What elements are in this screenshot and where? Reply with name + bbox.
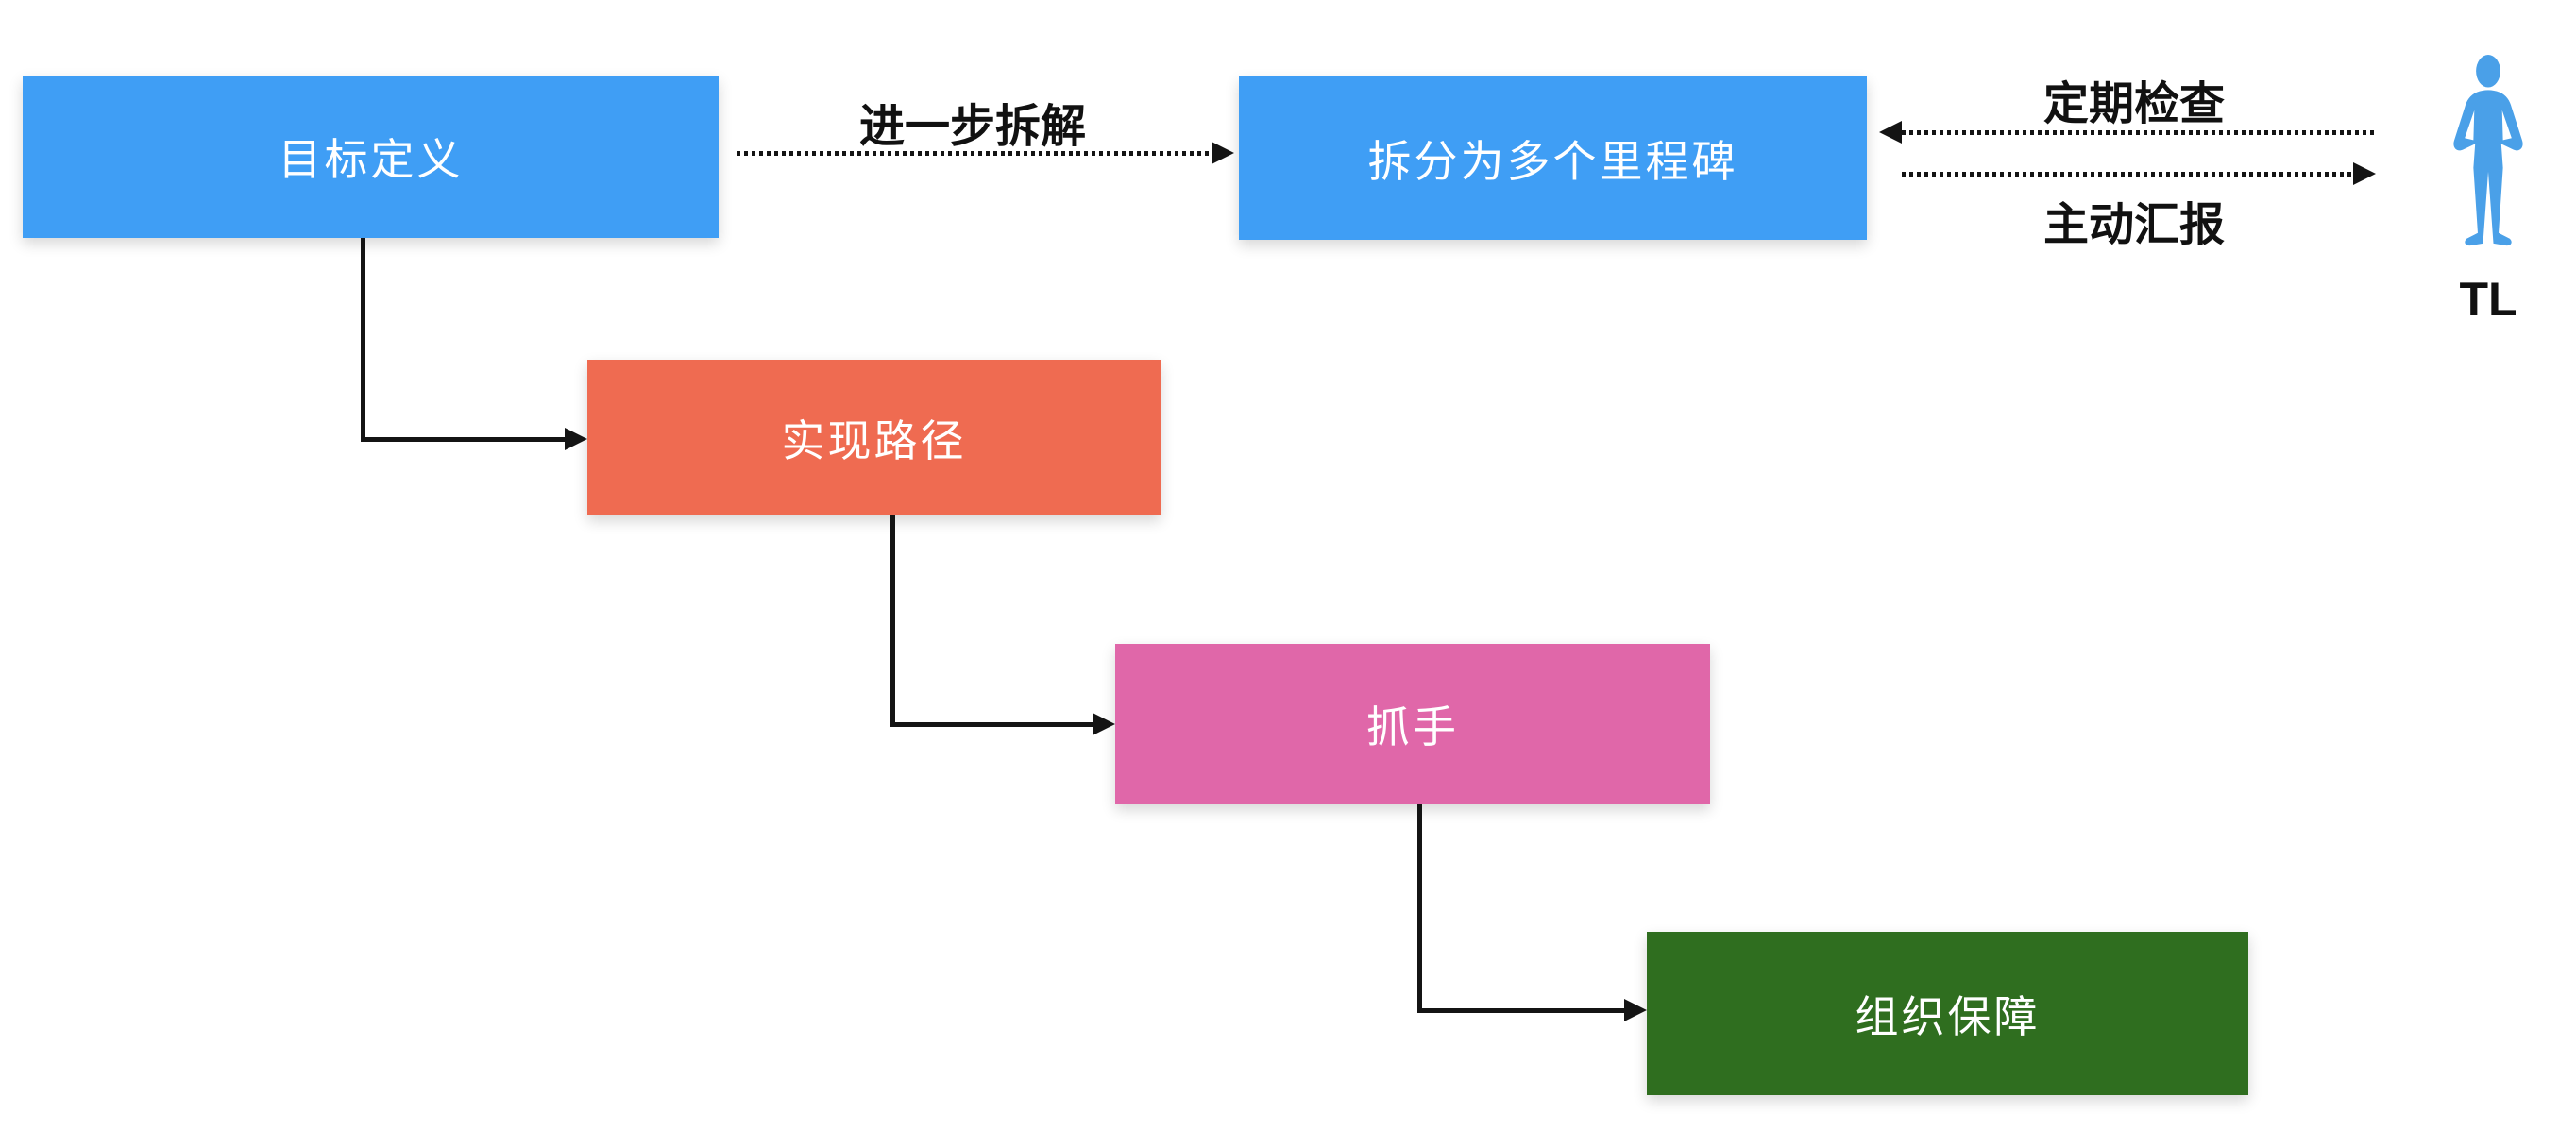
connector-goal-to-path-vertical: [361, 238, 365, 439]
dotted-line-proactive-report: [1902, 172, 2355, 177]
dotted-line-further-breakdown: [737, 151, 1213, 156]
node-goal-definition: 目标定义: [23, 76, 719, 238]
node-implementation-path: 实现路径: [587, 360, 1161, 515]
actor-tl-label: TL: [2459, 273, 2517, 326]
node-split-into-milestones-label: 拆分为多个里程碑: [1367, 136, 1738, 186]
node-organizational-guarantee: 组织保障: [1647, 932, 2248, 1095]
connector-path-to-grip-vertical: [890, 515, 895, 725]
arrowhead-proactive-report-icon: [2353, 162, 2376, 185]
node-grip-label: 抓手: [1366, 702, 1459, 751]
node-grip: 抓手: [1115, 644, 1710, 804]
node-goal-definition-label: 目标定义: [278, 135, 464, 184]
connector-grip-to-org-horizontal: [1417, 1008, 1626, 1013]
edge-label-periodic-check: 定期检查: [2042, 79, 2225, 129]
arrowhead-into-milestones-icon: [1212, 142, 1234, 164]
dotted-line-periodic-check: [1902, 130, 2376, 135]
edge-label-proactive-report: 主动汇报: [2042, 200, 2225, 250]
person-icon: [2445, 53, 2532, 249]
arrowhead-into-grip-icon: [1093, 713, 1115, 735]
connector-grip-to-org-vertical: [1417, 804, 1422, 1011]
arrowhead-into-implementation-path-icon: [565, 428, 587, 450]
connector-path-to-grip-horizontal: [890, 722, 1094, 727]
arrowhead-periodic-check-icon: [1879, 121, 1902, 144]
node-implementation-path-label: 实现路径: [781, 415, 967, 465]
connector-goal-to-path-horizontal: [361, 437, 567, 442]
node-organizational-guarantee-label: 组织保障: [1855, 991, 2041, 1041]
edge-label-further-breakdown: 进一步拆解: [858, 102, 1086, 152]
arrowhead-into-organizational-guarantee-icon: [1624, 999, 1647, 1021]
node-split-into-milestones: 拆分为多个里程碑: [1239, 76, 1867, 240]
